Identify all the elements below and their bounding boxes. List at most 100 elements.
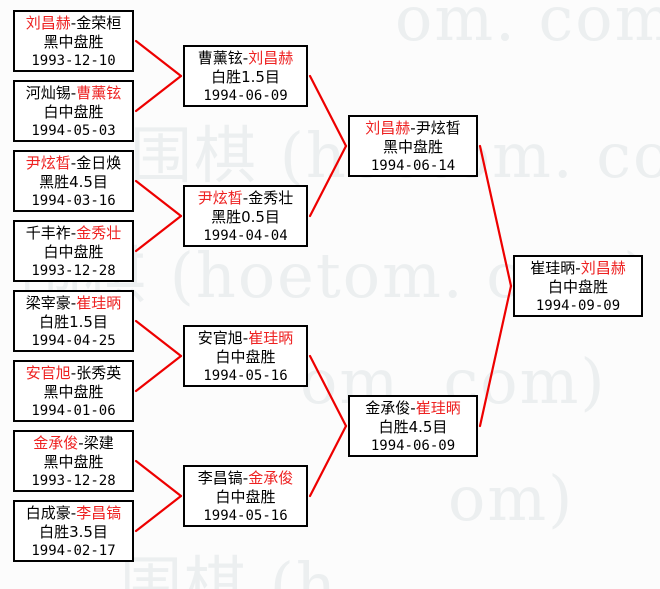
- player-separator: -: [410, 119, 416, 137]
- match-box[interactable]: 李昌镐-金承俊白中盘胜 1994-05-16: [183, 465, 308, 527]
- connector-line: [308, 74, 348, 148]
- match-players: 河灿锡-曹薰铉: [15, 84, 132, 103]
- match-players: 金承俊-崔珪昞: [350, 399, 476, 418]
- match-result: 白中盘胜: [547, 278, 608, 296]
- match-players: 安官旭-张秀英: [15, 364, 132, 383]
- loser-name: 河灿锡: [25, 84, 71, 102]
- loser-name: 金承俊: [365, 399, 411, 417]
- player-separator: -: [70, 154, 77, 172]
- match-result: 白中盘胜: [43, 103, 104, 121]
- match-result: 白中盘胜: [215, 488, 276, 506]
- connector-line: [478, 144, 513, 288]
- match-players: 刘昌赫-金荣桓: [15, 14, 132, 33]
- winner-name: 曹薰铉: [76, 84, 122, 102]
- player-separator: -: [70, 84, 77, 102]
- match-players: 白成豪-李昌镐: [15, 504, 132, 523]
- player-separator: -: [70, 14, 77, 32]
- match-box[interactable]: 刘昌赫-金荣桓黑中盘胜 1993-12-10: [13, 10, 134, 72]
- loser-name: 梁建: [83, 434, 114, 452]
- winner-name: 崔珪昞: [248, 329, 294, 347]
- loser-name: 李昌镐: [197, 469, 243, 487]
- loser-name: 梁宰豪: [25, 294, 71, 312]
- loser-name: 金日焕: [76, 154, 122, 172]
- loser-name: 金荣桓: [76, 14, 122, 32]
- match-result: 白胜3.5目: [39, 523, 108, 541]
- match-date: 1993-12-28: [31, 473, 116, 489]
- connector-line: [308, 354, 348, 428]
- match-result: 黑胜4.5目: [39, 173, 108, 191]
- match-result: 白胜4.5目: [378, 418, 448, 436]
- match-result: 白中盘胜: [43, 243, 104, 261]
- match-result: 黑胜0.5目: [211, 208, 280, 226]
- match-result: 白胜1.5目: [39, 313, 108, 331]
- match-date: 1994-04-25: [31, 333, 116, 349]
- player-separator: -: [242, 189, 249, 207]
- match-date: 1994-05-16: [203, 508, 288, 524]
- match-date: 1994-01-06: [31, 403, 116, 419]
- match-date: 1994-03-16: [31, 193, 116, 209]
- loser-name: 千丰祚: [25, 224, 71, 242]
- match-box[interactable]: 尹炫晳-金日焕黑胜4.5目 1994-03-16: [13, 150, 134, 212]
- player-separator: -: [70, 364, 77, 382]
- connector-line: [134, 214, 183, 253]
- connector-line: [134, 494, 183, 533]
- winner-name: 金秀壮: [76, 224, 122, 242]
- player-separator: -: [575, 259, 581, 277]
- match-date: 1994-06-09: [203, 88, 288, 104]
- match-box[interactable]: 刘昌赫-尹炫晳黑中盘胜 1994-06-14: [348, 115, 478, 177]
- connector-line: [134, 319, 183, 358]
- match-players: 崔珪昞-刘昌赫: [515, 259, 641, 278]
- match-date: 1993-12-28: [31, 263, 116, 279]
- match-result: 黑中盘胜: [43, 383, 104, 401]
- player-separator: -: [78, 434, 84, 452]
- match-box[interactable]: 白成豪-李昌镐白胜3.5目 1994-02-17: [13, 500, 134, 562]
- winner-name: 崔珪昞: [415, 399, 461, 417]
- match-date: 1994-02-17: [31, 543, 116, 559]
- match-result: 黑中盘胜: [382, 138, 443, 156]
- connector-line: [134, 354, 183, 393]
- watermark-text: om): [448, 462, 575, 535]
- winner-name: 安官旭: [25, 364, 71, 382]
- match-date: 1994-06-09: [370, 438, 456, 454]
- match-date: 1993-12-10: [31, 53, 116, 69]
- match-players: 尹炫晳-金秀壮: [185, 189, 306, 208]
- watermark-text: 围棋 (h: [120, 549, 338, 589]
- player-separator: -: [70, 294, 77, 312]
- match-result: 黑中盘胜: [43, 453, 104, 471]
- winner-name: 刘昌赫: [365, 119, 411, 137]
- match-result: 白中盘胜: [215, 348, 276, 366]
- watermark-text: om. com): [395, 0, 660, 55]
- winner-name: 刘昌赫: [248, 49, 294, 67]
- winner-name: 崔珪昞: [76, 294, 122, 312]
- player-separator: -: [242, 329, 249, 347]
- loser-name: 曹薰铉: [197, 49, 243, 67]
- match-box[interactable]: 千丰祚-金秀壮白中盘胜 1993-12-28: [13, 220, 134, 282]
- connector-line: [134, 39, 183, 78]
- winner-name: 刘昌赫: [25, 14, 71, 32]
- match-date: 1994-06-14: [370, 158, 456, 174]
- player-separator: -: [70, 224, 77, 242]
- winner-name: 李昌镐: [76, 504, 122, 522]
- player-separator: -: [410, 399, 416, 417]
- match-box[interactable]: 金承俊-梁建黑中盘胜 1993-12-28: [13, 430, 134, 492]
- match-date: 1994-05-16: [203, 368, 288, 384]
- match-box[interactable]: 金承俊-崔珪昞白胜4.5目 1994-06-09: [348, 395, 478, 457]
- match-players: 尹炫晳-金日焕: [15, 154, 132, 173]
- match-result: 白胜1.5目: [211, 68, 280, 86]
- winner-name: 刘昌赫: [580, 259, 626, 277]
- match-players: 金承俊-梁建: [15, 434, 132, 453]
- match-result: 黑中盘胜: [43, 33, 104, 51]
- match-box[interactable]: 安官旭-张秀英黑中盘胜 1994-01-06: [13, 360, 134, 422]
- connector-line: [134, 179, 183, 218]
- loser-name: 尹炫晳: [415, 119, 461, 137]
- loser-name: 白成豪: [25, 504, 71, 522]
- match-box[interactable]: 梁宰豪-崔珪昞白胜1.5目 1994-04-25: [13, 290, 134, 352]
- match-players: 李昌镐-金承俊: [185, 469, 306, 488]
- loser-name: 张秀英: [76, 364, 122, 382]
